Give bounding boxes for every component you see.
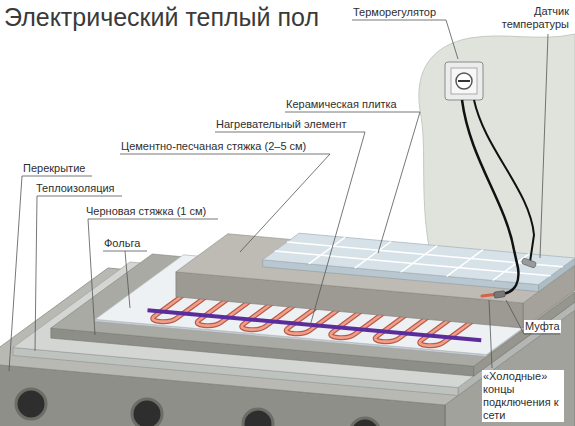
slab-hollow <box>16 389 46 419</box>
diagram-title: Электрический теплый пол <box>4 2 319 32</box>
slab-hollow <box>243 409 273 426</box>
leader-line <box>352 20 458 59</box>
sensor-wire <box>474 100 534 262</box>
tile-joint <box>493 254 529 281</box>
thermostat-face <box>451 68 477 94</box>
leader-line <box>489 300 492 368</box>
part-label: Цементно-песчаная стяжка (2–5 см) <box>120 140 307 153</box>
tile-joint <box>401 246 437 273</box>
tile-joint <box>275 251 551 276</box>
wall <box>419 34 575 262</box>
tile-top <box>263 233 575 284</box>
leader-line <box>88 219 218 335</box>
slab-hollow <box>350 418 380 426</box>
leader-line <box>506 300 560 334</box>
tile-joint <box>287 242 563 267</box>
thermostat-knob <box>458 80 470 82</box>
tile-joint <box>355 242 391 269</box>
leader-lines <box>9 20 560 371</box>
part-label: Черновая стяжка (1 см) <box>85 205 207 218</box>
leader-line <box>125 251 130 308</box>
thermostat-body <box>445 62 483 100</box>
leader-line <box>215 132 365 326</box>
screed-top <box>176 234 575 303</box>
tile-joint <box>309 237 345 264</box>
leader-line <box>285 112 420 253</box>
part-label: Фольга <box>103 237 141 250</box>
tile-joint <box>447 250 483 277</box>
slab-hollow <box>132 399 162 426</box>
cold-lead-wire <box>462 100 518 294</box>
leader-line <box>540 34 548 258</box>
part-label: Терморегулятор <box>352 6 437 19</box>
part-label: Датчик температуры <box>488 5 570 31</box>
leader-line <box>120 154 330 252</box>
part-label: Муфта <box>524 320 561 333</box>
coupling <box>494 291 506 298</box>
part-label: «Холодные» концы подключения к сети <box>482 370 564 422</box>
part-label: Нагревательный элемент <box>215 118 348 131</box>
thermostat-dial <box>456 73 472 89</box>
part-label: Перекрытие <box>22 162 86 175</box>
part-label: Керамическая плитка <box>285 98 398 111</box>
temperature-sensor <box>521 258 536 268</box>
leader-line <box>9 176 92 371</box>
cable-end <box>482 295 494 297</box>
part-label: Теплоизоляция <box>35 182 116 195</box>
